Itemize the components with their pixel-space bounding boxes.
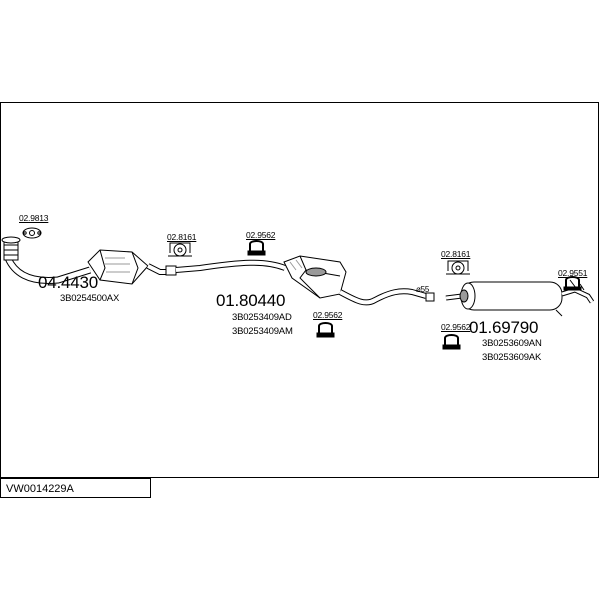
clamp-icon (446, 260, 470, 275)
catalyst-part-number: 04.4430 (38, 273, 99, 292)
gasket-number: 02.9813 (19, 213, 49, 223)
middle-silencer-body (283, 255, 347, 299)
hanger-number-3: 02.9562 (441, 322, 471, 332)
rear-silencer-part-number: 01.69790 (469, 318, 539, 337)
rear-silencer-oem-number-1: 3B0253609AN (482, 338, 542, 349)
diagram-frame (0, 102, 599, 478)
rear-pipe (338, 288, 435, 306)
rear-clamp-number: 02.8161 (441, 249, 471, 259)
hanger-number-2: 02.9562 (313, 310, 343, 320)
hanger-icon (316, 322, 335, 338)
hanger-number-4: 02.9551 (558, 268, 588, 278)
hanger-number-1: 02.9562 (246, 230, 276, 240)
pipe-diameter-label: ø55 (416, 285, 430, 294)
reference-box: VW0014229A (0, 478, 151, 498)
hanger-icon (563, 276, 582, 291)
middle-silencer-part-number: 01.80440 (216, 291, 286, 310)
catalyst-oem-number: 3B0254500AX (60, 293, 120, 304)
clamp-icon (168, 242, 192, 257)
rear-silencer-oem-number-2: 3B0253609AK (482, 352, 542, 363)
middle-silencer-oem-number-2: 3B0253409AM (232, 326, 293, 337)
gasket-icon (22, 227, 42, 239)
hanger-icon (247, 240, 266, 256)
front-pipe (1, 236, 92, 284)
front-clamp-number: 02.8161 (167, 232, 197, 242)
reference-number: VW0014229A (6, 483, 74, 495)
rear-silencer-body (445, 279, 595, 317)
hanger-icon (442, 334, 461, 350)
intermediate-pipe (146, 259, 287, 276)
middle-silencer-oem-number-1: 3B0253409AD (232, 312, 292, 323)
